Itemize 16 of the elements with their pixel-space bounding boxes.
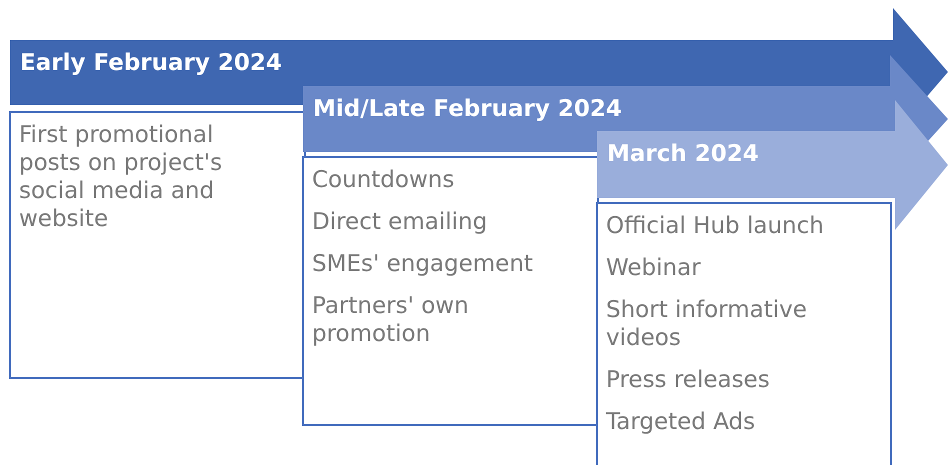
activity-text: Targeted Ads xyxy=(606,408,756,436)
activity-text: Press releases xyxy=(606,366,771,394)
activity-text: Short informative videos xyxy=(606,296,808,352)
activity-text: Countdowns xyxy=(312,166,456,194)
activity-text: Partners' own promotion xyxy=(312,292,470,348)
phase-heading: March 2024 xyxy=(607,141,759,167)
phase-heading: Mid/Late February 2024 xyxy=(313,96,622,122)
activity-box xyxy=(302,156,599,426)
activity-box xyxy=(9,111,306,379)
activity-text: First promotional posts on project's social media and website xyxy=(19,121,224,233)
activity-text: Webinar xyxy=(606,254,702,282)
phase-heading: Early February 2024 xyxy=(20,50,282,76)
activity-text: SMEs' engagement xyxy=(312,250,534,278)
activity-text: Official Hub launch xyxy=(606,212,825,240)
activity-box xyxy=(596,202,892,465)
activity-text: Direct emailing xyxy=(312,208,488,236)
